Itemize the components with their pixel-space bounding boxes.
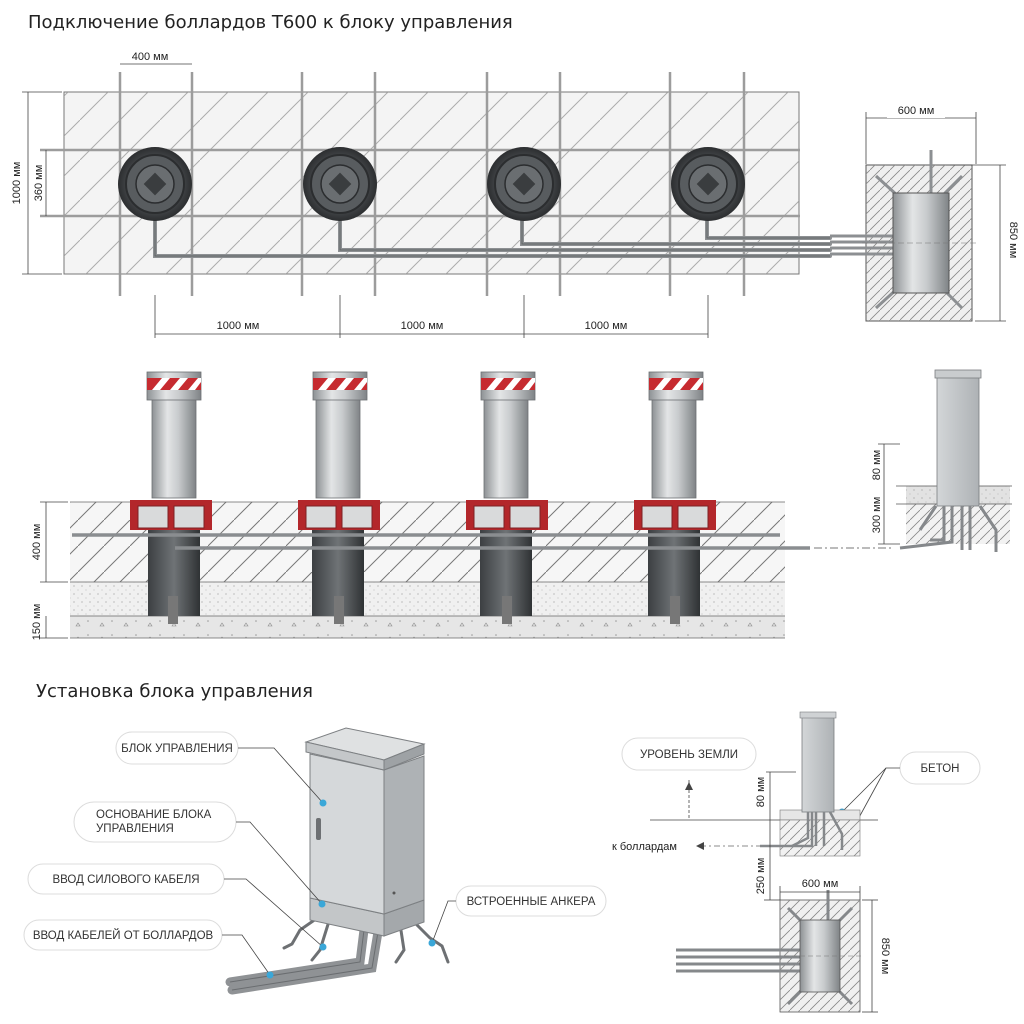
control-box-plan-top: 600 мм 850 мм <box>830 104 1019 322</box>
bollard-top-4 <box>671 147 745 221</box>
callout-control-unit: БЛОК УПРАВЛЕНИЯ <box>121 743 233 755</box>
dim-plan-360: 360 мм <box>33 165 45 202</box>
dim-spacing-3: 1000 мм <box>585 320 628 332</box>
dim-elev-400: 400 мм <box>31 524 43 561</box>
installation-section-view: УРОВЕНЬ ЗЕМЛИ БЕТОН к боллардам <box>612 711 981 1013</box>
bollard-top-3 <box>487 147 561 221</box>
callout-ground-level: УРОВЕНЬ ЗЕМЛИ <box>640 749 738 761</box>
dim-plan-400: 400 мм <box>132 51 169 63</box>
label-to-bollards: к боллардам <box>612 841 677 853</box>
callouts-left: БЛОК УПРАВЛЕНИЯ ОСНОВАНИЕ БЛОКА УПРАВЛЕН… <box>23 731 327 979</box>
plan-view: 400 мм 1000 мм 360 мм 1000 мм 1000 мм 10… <box>11 47 832 338</box>
control-cabinet-illustration <box>225 727 450 995</box>
callout-concrete: БЕТОН <box>921 763 960 775</box>
dim-box-850: 850 мм <box>1007 222 1019 259</box>
callout-anchors: ВСТРОЕННЫЕ АНКЕРА <box>428 885 607 947</box>
callout-dot <box>428 939 436 947</box>
dim-install-250: 250 мм <box>755 858 767 895</box>
dim-spacing-1: 1000 мм <box>217 320 260 332</box>
bollard-elevation-3 <box>466 371 548 624</box>
bollard-top-1 <box>118 147 192 221</box>
callout-bollard-cable-inlet: ВВОД КАБЕЛЕЙ ОТ БОЛЛАРДОВ <box>33 929 214 942</box>
callout-dot <box>319 943 327 951</box>
dim-spacing-2: 1000 мм <box>401 320 444 332</box>
elevation-view: 400 мм 150 мм <box>31 371 892 641</box>
dim-box-600: 600 мм <box>898 105 935 117</box>
dim-box-80: 80 мм <box>871 450 883 480</box>
callout-dot <box>266 971 274 979</box>
bollard-top-2 <box>303 147 377 221</box>
control-box-elevation: 80 мм 300 мм <box>871 369 1012 552</box>
bollard-elevation-4 <box>634 371 716 624</box>
dim-install-850: 850 мм <box>879 938 891 975</box>
callout-unit-base-1: ОСНОВАНИЕ БЛОКА <box>96 809 212 821</box>
dim-elev-150: 150 мм <box>31 604 43 641</box>
callout-dot <box>319 799 327 807</box>
title-top: Подключение боллардов Т600 к блоку управ… <box>28 12 513 33</box>
callout-dot <box>318 900 326 908</box>
callout-unit-base-2: УПРАВЛЕНИЯ <box>96 823 174 835</box>
callout-power-cable-inlet: ВВОД СИЛОВОГО КАБЕЛЯ <box>52 874 199 886</box>
dim-box-300: 300 мм <box>871 497 883 534</box>
dim-install-80: 80 мм <box>755 777 767 807</box>
callout-built-in-anchors: ВСТРОЕННЫЕ АНКЕРА <box>467 896 596 908</box>
dim-plan-1000-height: 1000 мм <box>11 162 23 205</box>
dim-install-600: 600 мм <box>802 878 839 890</box>
title-bottom: Установка блока управления <box>36 681 313 702</box>
